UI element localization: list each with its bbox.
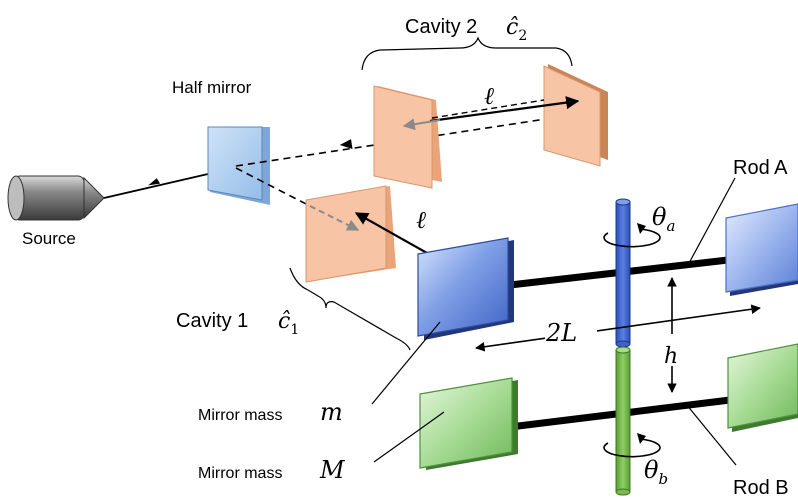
beam-to-cavity-1 [235, 167, 311, 207]
ell-top-label: ℓ [484, 82, 494, 110]
cavity-2-operator: ĉ2 [506, 15, 527, 44]
cavity-1-mirror [305, 185, 396, 283]
cavity-2-forward-arrow [429, 96, 580, 123]
cavity-1-operator: ĉ1 [278, 309, 299, 338]
cavity-2-grey-arrow [402, 118, 441, 131]
cavity-1-grey-arrow [309, 205, 360, 231]
rod-b-leader [685, 403, 737, 466]
rod-a-rotation-axis [615, 198, 631, 348]
rod-a-right-mirror [725, 203, 798, 296]
mirror-mass-M [419, 377, 518, 470]
rod-a-leader [687, 177, 736, 266]
rod-a-label: Rod A [733, 157, 788, 179]
source-label: Source [22, 229, 76, 248]
two-l-label: 2L [545, 319, 577, 347]
theta-b-label: θb [644, 456, 668, 488]
cavity-2-right-mirror [543, 64, 608, 167]
theta-a-label: θa [652, 203, 675, 235]
mirror-mass-M-symbol: M [319, 456, 346, 484]
mirror-mass-m [417, 237, 514, 340]
theta-a-rotation-arrow [603, 228, 661, 248]
source-emitter [7, 175, 105, 221]
mirror-mass-M-label: Mirror mass [198, 465, 282, 482]
h-label: h [664, 344, 678, 369]
two-l-label-bg [545, 318, 597, 344]
cavity-2-left-mirror [373, 85, 442, 189]
cavity-1-brace [289, 267, 411, 351]
mirror-M-leader [373, 411, 445, 463]
mirror-m-leader [371, 321, 441, 405]
cavity-1-label: Cavity 1 [176, 310, 248, 332]
mirror-mass-m-symbol: m [320, 398, 343, 426]
ell-mid-label: ℓ [416, 206, 426, 234]
rod-b-rotation-axis [615, 346, 631, 496]
mirror-mass-m-label: Mirror mass [198, 407, 282, 424]
two-l-arrow [475, 304, 761, 352]
rod-b-right-mirror [727, 343, 798, 432]
theta-b-rotation-arrow [603, 438, 661, 458]
cavity-2-return-beam [431, 99, 545, 119]
cavity-2-brace [361, 36, 573, 71]
cavity-2-label: Cavity 2 [405, 16, 477, 38]
rod-b-label: Rod B [733, 477, 789, 499]
half-mirror-label: Half mirror [172, 78, 252, 97]
